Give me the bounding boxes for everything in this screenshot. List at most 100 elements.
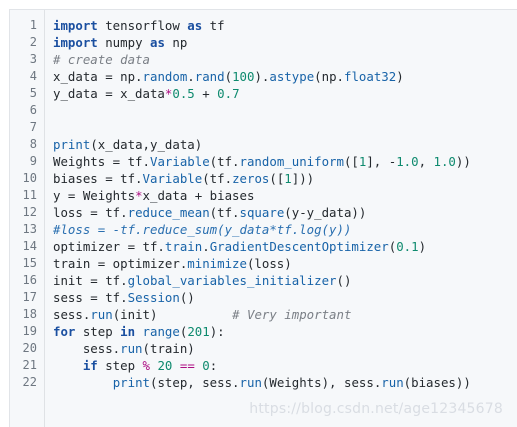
line-number: 3 [29, 52, 37, 66]
code-text: Weights = tf.Variable(tf.random_uniform(… [53, 153, 471, 170]
code-token: as [187, 18, 203, 33]
code-token: ) [396, 69, 404, 84]
code-text: sess.run(train) [53, 340, 195, 357]
code-token: random [142, 69, 188, 84]
code-token: ([ [343, 154, 359, 169]
code-line: 7 [10, 119, 517, 136]
code-token: #loss = -tf.reduce_sum(y_data*tf.log(y)) [53, 222, 352, 237]
code-text: biases = tf.Variable(tf.zeros([1])) [53, 170, 314, 187]
code-token: import [53, 18, 98, 33]
code-token: 100 [232, 69, 255, 84]
code-token: range [142, 324, 180, 339]
code-token: zeros [232, 171, 270, 186]
code-token: 0.7 [217, 86, 240, 101]
code-token: * [135, 188, 143, 203]
code-token: 201 [187, 324, 210, 339]
code-token: print [112, 375, 150, 390]
code-token: rand [194, 69, 225, 84]
code-token: (tf. [209, 205, 240, 220]
code-token: 1 [284, 171, 292, 186]
code-line: 6 [10, 102, 517, 119]
code-text: # create data [53, 51, 150, 68]
line-number: 9 [29, 154, 37, 168]
code-token: y_data = x_data [53, 86, 165, 101]
code-token: minimize [187, 256, 247, 271]
code-token [135, 324, 142, 339]
code-token: )) [455, 154, 471, 169]
code-line: 11 y = Weights*x_data + biases [10, 187, 517, 204]
code-token: 0.1 [396, 239, 419, 254]
code-token: in [120, 324, 136, 339]
code-token: y = Weights [53, 188, 136, 203]
code-token: ( [388, 239, 397, 254]
code-token: Session [127, 290, 180, 305]
code-token: as [149, 35, 165, 50]
code-line: 22 print(step, sess.run(Weights), sess.r… [10, 374, 517, 391]
code-token: x_data = np. [53, 69, 143, 84]
code-text: print(x_data,y_data) [53, 136, 202, 153]
code-token: optimizer = tf. [53, 239, 165, 254]
code-token: == [179, 358, 195, 373]
line-number: 12 [22, 205, 37, 219]
code-token [53, 358, 83, 373]
code-token: 0.5 [172, 86, 195, 101]
code-token: (init) [112, 307, 233, 322]
line-number: 22 [22, 375, 37, 389]
code-token: (train) [142, 341, 195, 356]
line-number: 4 [29, 69, 37, 83]
code-line: 18 sess.run(init) # Very important [10, 306, 517, 323]
code-text: sess = tf.Session() [53, 289, 195, 306]
line-number: 7 [29, 120, 37, 134]
code-token: # Very important [232, 307, 352, 322]
code-token: import [53, 35, 98, 50]
code-token: ): [209, 324, 225, 339]
code-line: 2 import numpy as np [10, 34, 517, 51]
code-token: x_data + biases [142, 188, 255, 203]
line-number: 11 [22, 188, 37, 202]
code-token: train = optimizer. [53, 256, 188, 271]
code-token: () [179, 290, 195, 305]
code-text: y_data = x_data*0.5 + 0.7 [53, 85, 240, 102]
code-token: % [142, 358, 150, 373]
code-token: ( [224, 69, 233, 84]
code-token: sess. [53, 341, 121, 356]
line-number: 10 [22, 171, 37, 185]
code-token: step [97, 358, 143, 373]
line-number: 1 [29, 18, 37, 32]
code-token: (y-y_data)) [284, 205, 367, 220]
line-number: 17 [22, 290, 37, 304]
line-number: 14 [22, 239, 37, 253]
code-token: 1.0 [396, 154, 419, 169]
code-token: (tf. [209, 154, 240, 169]
code-text: sess.run(init) # Very important [53, 306, 351, 323]
line-number: 18 [22, 307, 37, 321]
code-token: for [53, 324, 76, 339]
code-token: np [164, 35, 188, 50]
code-token: float32 [344, 69, 397, 84]
code-token: . [202, 239, 210, 254]
code-token: loss = tf. [53, 205, 128, 220]
code-text: init = tf.global_variables_initializer() [53, 272, 351, 289]
code-text: train = optimizer.minimize(loss) [53, 255, 292, 272]
code-token: (loss) [246, 256, 292, 271]
code-token: GradientDescentOptimizer [209, 239, 389, 254]
line-number: 13 [22, 222, 37, 236]
code-line: 9 Weights = tf.Variable(tf.random_uniform… [10, 153, 517, 170]
code-token: , [418, 154, 434, 169]
code-text: if step % 20 == 0: [53, 357, 217, 374]
line-number: 2 [29, 35, 37, 49]
code-token: (tf. [202, 171, 233, 186]
code-token: (step, sess. [150, 375, 240, 390]
code-token [53, 375, 113, 390]
code-token: ). [254, 69, 270, 84]
line-number-gutter [10, 10, 45, 427]
code-token: Variable [142, 171, 203, 186]
code-token: 1.0 [433, 154, 456, 169]
code-token: numpy [97, 35, 150, 50]
